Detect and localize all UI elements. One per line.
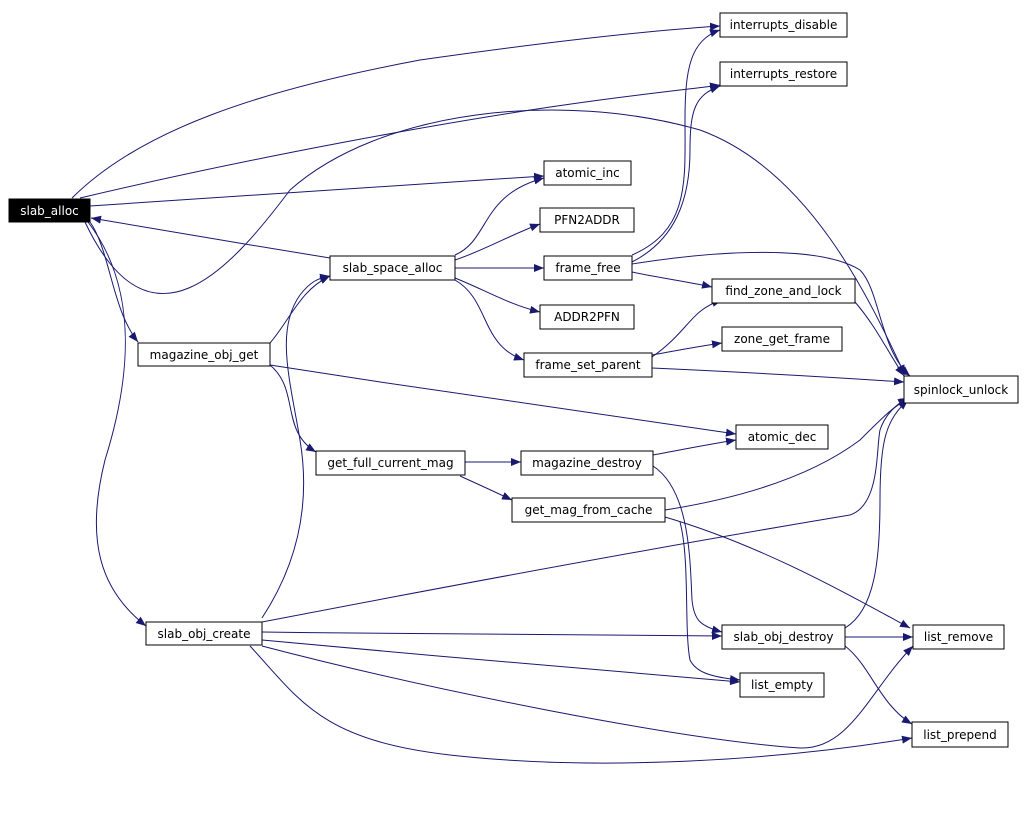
- node-slab_space_alloc[interactable]: slab_space_alloc: [329, 255, 456, 281]
- node-magazine_destroy[interactable]: magazine_destroy: [520, 450, 654, 476]
- node-get_full_current_mag[interactable]: get_full_current_mag: [315, 450, 466, 476]
- edge-slab_alloc-magazine_obj_get: [89, 221, 139, 343]
- node-label: frame_set_parent: [535, 358, 641, 372]
- edge-magazine_obj_get-slab_space_alloc: [269, 275, 331, 344]
- node-label: get_mag_from_cache: [525, 503, 653, 517]
- node-label: spinlock_unlock: [914, 383, 1009, 397]
- edge-slab_alloc-slab_obj_create: [87, 221, 147, 627]
- edge-slab_obj_create-list_remove: [261, 645, 914, 749]
- edge-slab_alloc-spinlock_unlock: [84, 109, 906, 376]
- edge-get_mag_from_cache-list_empty: [679, 521, 741, 683]
- edge-magazine_destroy-atomic_dec: [652, 437, 737, 456]
- node-list_prepend[interactable]: list_prepend: [911, 721, 1009, 748]
- edge-frame_free-interrupts_restore: [631, 85, 721, 263]
- node-label: PFN2ADDR: [554, 213, 620, 227]
- edge-slab_obj_create-spinlock_unlock: [261, 397, 909, 623]
- node-label: list_prepend: [923, 728, 997, 742]
- edge-slab_obj_destroy-spinlock_unlock: [844, 399, 909, 629]
- node-zone_get_frame[interactable]: zone_get_frame: [721, 326, 843, 352]
- edge-frame_free-spinlock_unlock: [631, 251, 911, 377]
- edge-slab_obj_create-list_empty: [261, 639, 741, 686]
- node-label: slab_obj_destroy: [734, 630, 834, 644]
- node-slab_alloc[interactable]: slab_alloc: [8, 198, 91, 223]
- node-label: ADDR2PFN: [554, 310, 620, 324]
- node-get_mag_from_cache[interactable]: get_mag_from_cache: [511, 497, 666, 523]
- edge-frame_free-find_zone_and_lock: [631, 271, 713, 289]
- edge-slab_space_alloc-frame_set_parent: [454, 279, 525, 361]
- node-label: slab_alloc: [20, 204, 79, 218]
- node-frame_free[interactable]: frame_free: [543, 255, 633, 281]
- node-label: magazine_obj_get: [150, 348, 259, 362]
- node-label: magazine_destroy: [532, 456, 642, 470]
- edge-slab_obj_create-slab_space_alloc: [261, 273, 331, 619]
- node-list_empty[interactable]: list_empty: [739, 672, 825, 698]
- edge-slab_obj_create-slab_obj_destroy: [261, 631, 723, 640]
- edge-slab_alloc-atomic_inc: [89, 172, 545, 207]
- node-frame_set_parent[interactable]: frame_set_parent: [523, 352, 653, 378]
- edges-layer: [71, 22, 914, 764]
- node-label: list_empty: [751, 678, 813, 692]
- node-spinlock_unlock[interactable]: spinlock_unlock: [903, 375, 1019, 404]
- node-label: atomic_inc: [555, 166, 620, 180]
- edge-slab_space_alloc-atomic_inc: [454, 176, 545, 256]
- node-label: atomic_dec: [748, 430, 817, 444]
- edge-slab_space_alloc-ADDR2PFN: [454, 277, 541, 314]
- edge-slab_alloc-interrupts_restore: [79, 82, 721, 199]
- edge-get_mag_from_cache-spinlock_unlock: [664, 397, 911, 511]
- edge-find_zone_and_lock-spinlock_unlock: [854, 301, 905, 377]
- edge-slab_space_alloc-slab_alloc: [90, 215, 331, 259]
- node-list_remove[interactable]: list_remove: [912, 624, 1005, 650]
- edge-slab_obj_create-list_prepend: [249, 645, 913, 764]
- node-label: list_remove: [924, 630, 993, 644]
- node-interrupts_disable[interactable]: interrupts_disable: [719, 12, 848, 38]
- node-label: interrupts_disable: [730, 18, 838, 32]
- node-PFN2ADDR[interactable]: PFN2ADDR: [539, 207, 635, 233]
- node-find_zone_and_lock[interactable]: find_zone_and_lock: [711, 278, 856, 304]
- node-label: frame_free: [555, 261, 620, 275]
- node-label: slab_obj_create: [158, 627, 251, 641]
- edge-slab_space_alloc-PFN2ADDR: [454, 223, 541, 261]
- edge-frame_set_parent-find_zone_and_lock: [651, 299, 723, 358]
- edge-slab_obj_destroy-list_prepend: [844, 645, 913, 725]
- edge-frame_set_parent-spinlock_unlock: [651, 367, 905, 386]
- node-slab_obj_create[interactable]: slab_obj_create: [145, 621, 263, 646]
- edge-get_mag_from_cache-list_remove: [664, 516, 911, 629]
- node-atomic_dec[interactable]: atomic_dec: [735, 424, 829, 450]
- node-label: interrupts_restore: [730, 67, 837, 81]
- node-label: slab_space_alloc: [343, 261, 443, 275]
- node-slab_obj_destroy[interactable]: slab_obj_destroy: [721, 624, 846, 650]
- node-label: zone_get_frame: [734, 332, 830, 346]
- node-atomic_inc[interactable]: atomic_inc: [543, 160, 632, 186]
- node-magazine_obj_get[interactable]: magazine_obj_get: [137, 342, 271, 367]
- node-label: find_zone_and_lock: [725, 284, 841, 298]
- nodes-layer: slab_alloc magazine_obj_get slab_obj_cre…: [8, 12, 1019, 748]
- node-interrupts_restore[interactable]: interrupts_restore: [719, 61, 848, 87]
- edge-magazine_obj_get-atomic_dec: [269, 364, 737, 437]
- edge-magazine_destroy-slab_obj_destroy: [652, 465, 723, 634]
- edge-get_full_current_mag-get_mag_from_cache: [459, 475, 513, 501]
- edge-magazine_obj_get-get_full_current_mag: [269, 364, 317, 453]
- node-ADDR2PFN[interactable]: ADDR2PFN: [539, 304, 635, 330]
- edge-frame_free-interrupts_disable: [631, 29, 721, 256]
- edge-slab_alloc-interrupts_disable: [71, 22, 721, 199]
- node-label: get_full_current_mag: [327, 456, 453, 470]
- edge-frame_set_parent-zone_get_frame: [651, 340, 723, 356]
